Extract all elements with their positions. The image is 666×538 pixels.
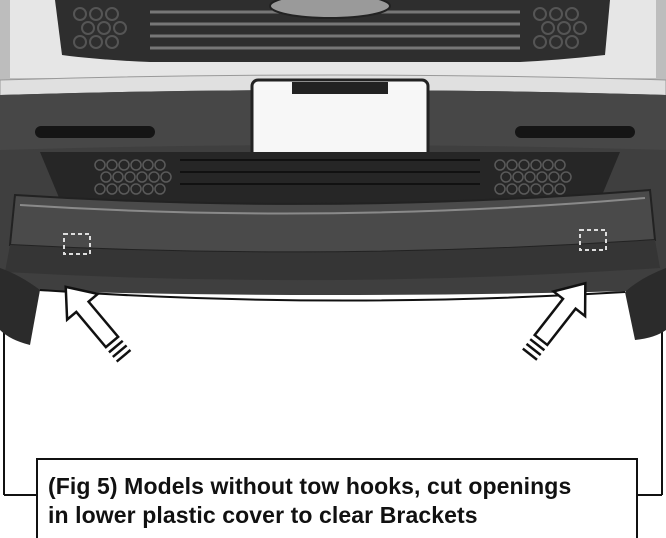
fog-slot-left (35, 126, 155, 138)
ground-shadow (39, 289, 626, 302)
grille-honeycomb-left (73, 7, 127, 49)
lower-mesh-left (94, 159, 172, 195)
bracket-cutout-left (63, 233, 91, 255)
fog-slot-right (515, 126, 635, 138)
lower-center-bars (180, 159, 480, 185)
grille-honeycomb-right (533, 7, 587, 49)
plate-bracket (292, 82, 388, 94)
arrow-icon-left (64, 285, 132, 363)
lower-opening (40, 152, 620, 206)
emblem (269, 0, 391, 19)
tire-right (625, 268, 666, 340)
bracket-cutout-right (579, 229, 607, 251)
caption-line-1: (Fig 5) Models without tow hooks, cut op… (48, 473, 572, 499)
arrow-icon-right (522, 281, 587, 361)
grille-bars (150, 10, 520, 50)
tire-left (0, 268, 40, 345)
cover-highlight (19, 197, 646, 215)
lower-mesh-right (494, 159, 572, 195)
caption-box: (Fig 5) Models without tow hooks, cut op… (36, 458, 638, 538)
caption-line-2: in lower plastic cover to clear Brackets (48, 502, 478, 528)
cover-lower-edge (5, 240, 660, 281)
